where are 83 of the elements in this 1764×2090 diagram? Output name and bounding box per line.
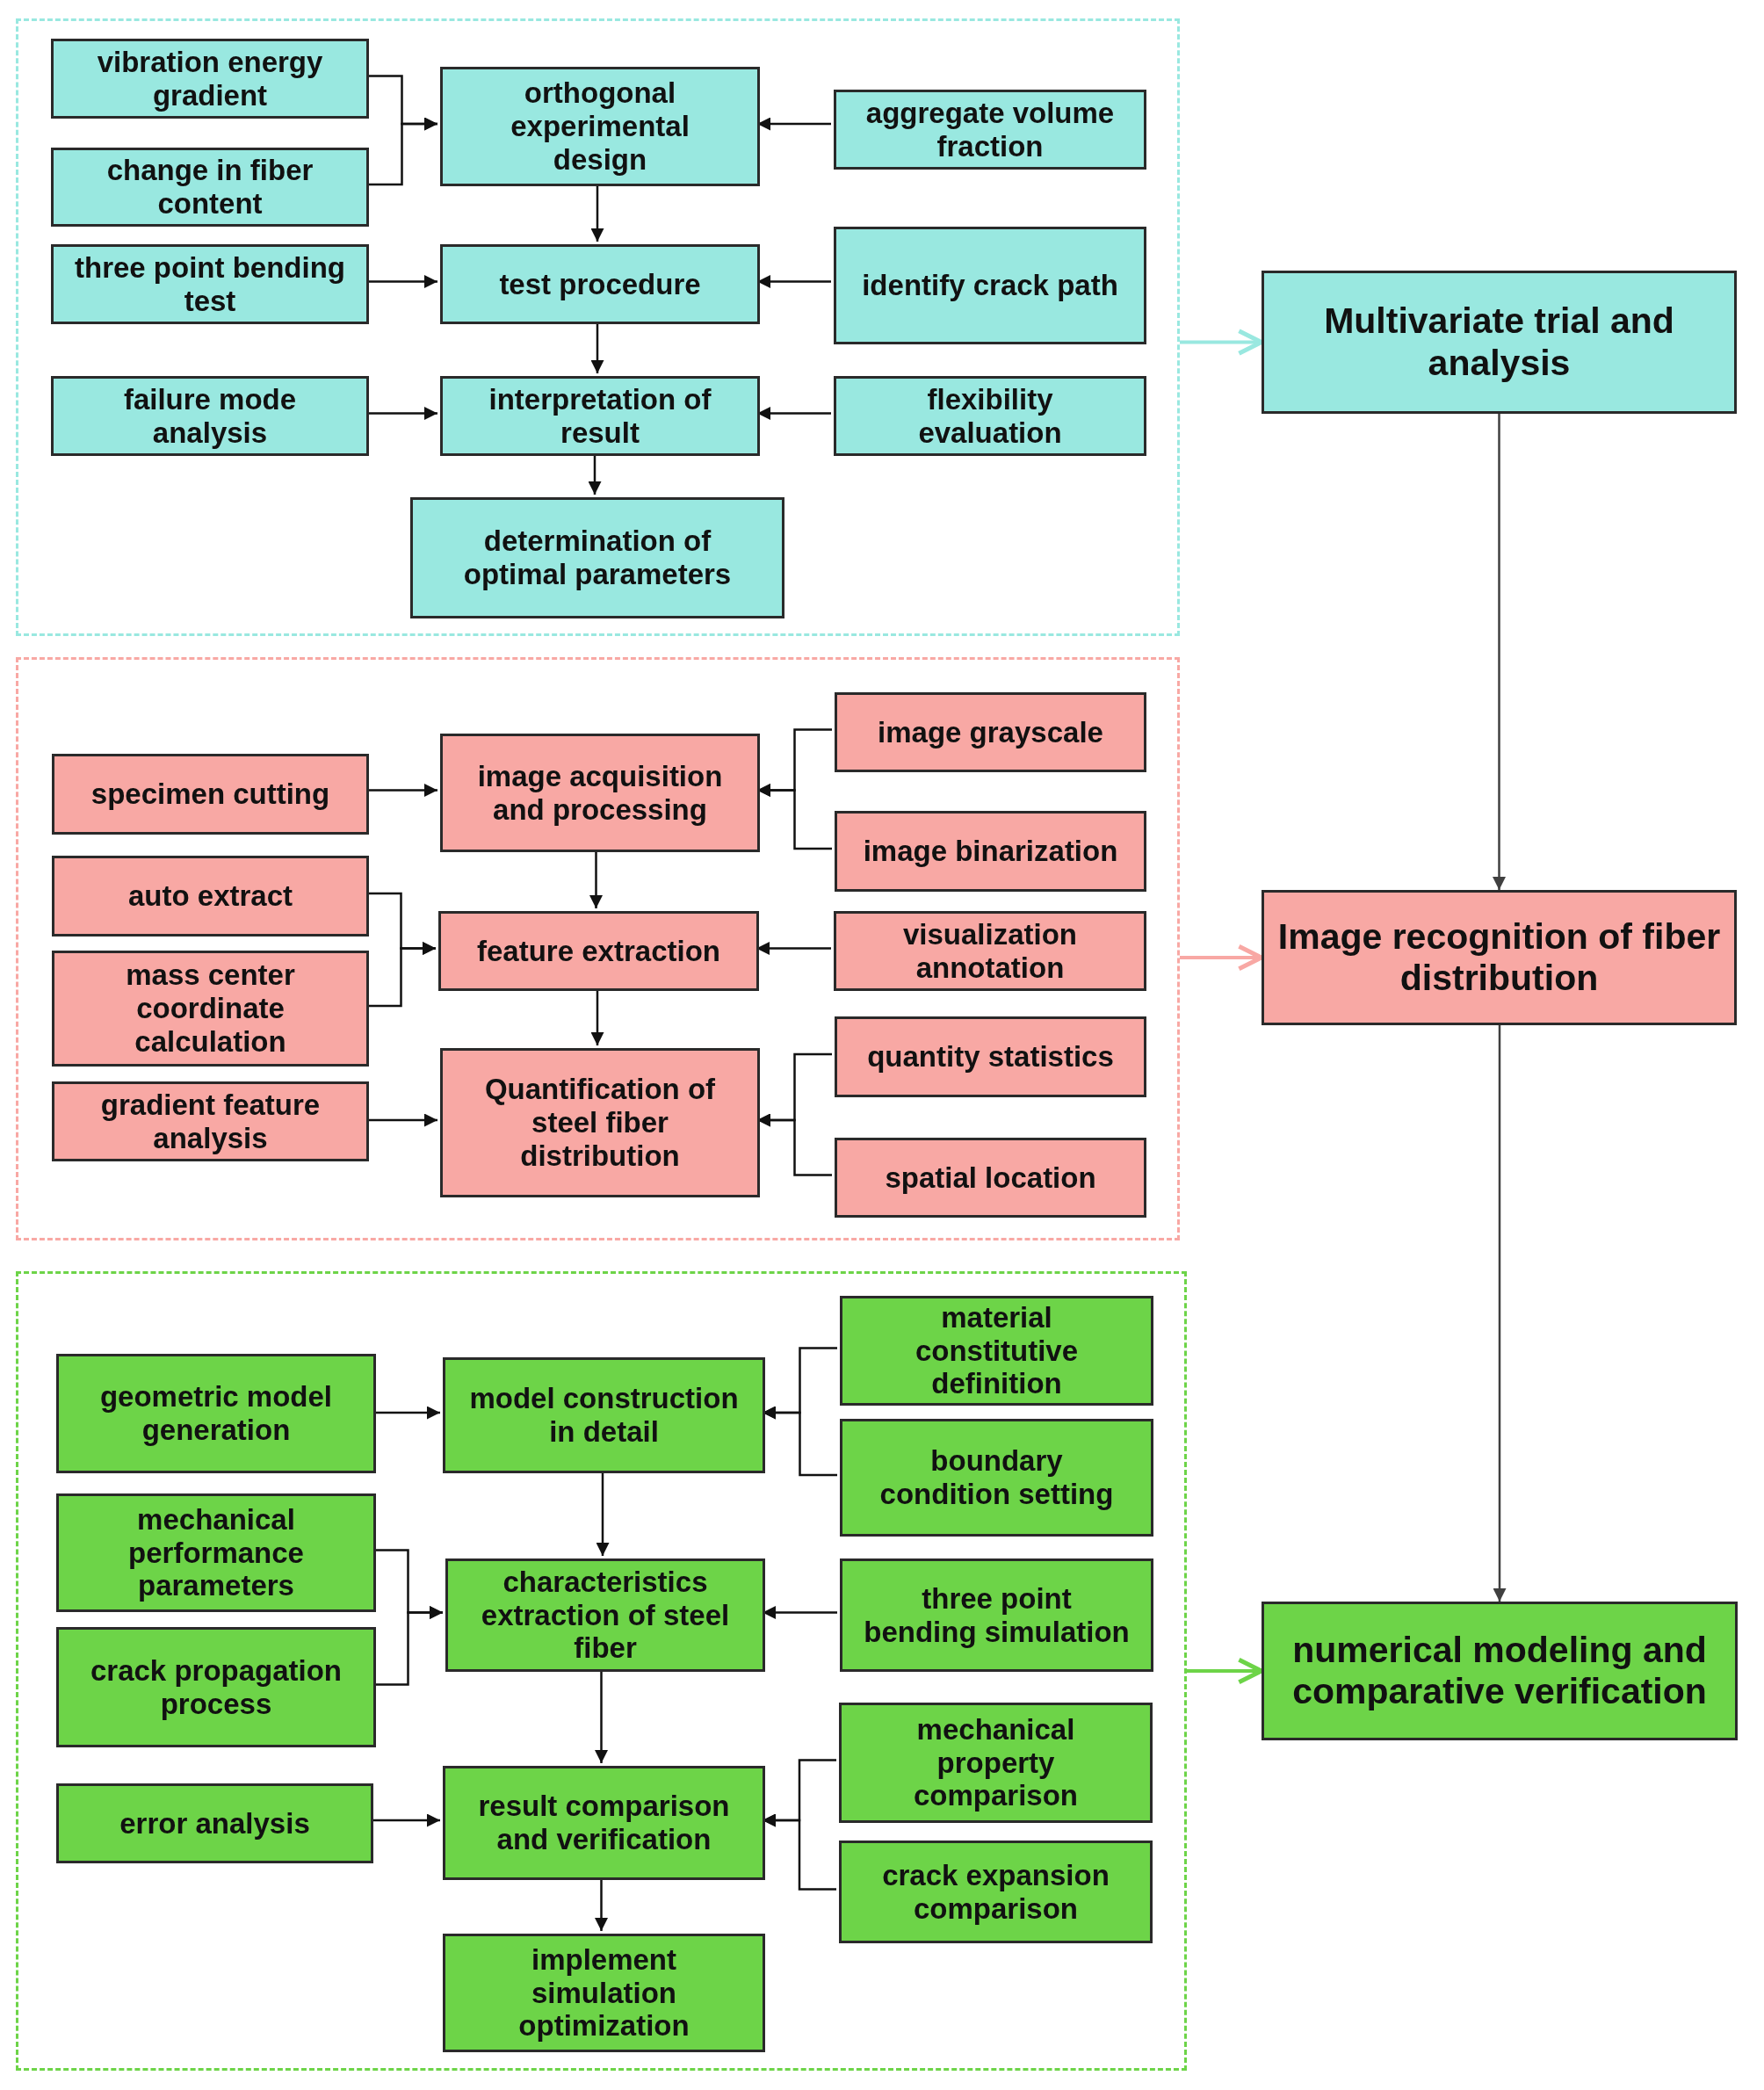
box-label: gradient feature analysis	[99, 1088, 322, 1155]
box-label: quantity statistics	[867, 1040, 1114, 1074]
process-box	[840, 1419, 1153, 1537]
box-label: crack propagation process	[89, 1653, 343, 1721]
dashed-group-frame	[16, 1271, 1187, 2071]
box-label: image grayscale	[878, 715, 1103, 749]
process-box	[834, 376, 1146, 456]
box-label: vibration energy gradient	[96, 45, 324, 112]
process-box	[834, 227, 1146, 344]
box-label: change in fiber content	[105, 154, 314, 221]
box-label: mass center coordinate calculation	[125, 958, 296, 1059]
dashed-group-frame	[16, 18, 1180, 636]
process-box	[440, 244, 760, 324]
box-label: determination of optimal parameters	[462, 524, 733, 591]
box-label: Image recognition of fiber distribution	[1276, 915, 1722, 1000]
process-box	[834, 911, 1146, 991]
arrow	[1493, 414, 1506, 890]
process-box	[440, 734, 760, 852]
box-label: flexibility evaluation	[917, 382, 1063, 450]
process-box	[51, 244, 369, 324]
process-box	[840, 1558, 1153, 1672]
process-box	[835, 1016, 1146, 1097]
box-label: error analysis	[119, 1806, 310, 1841]
process-box	[440, 1048, 760, 1197]
process-box	[839, 1841, 1153, 1943]
dashed-group-frame	[16, 657, 1180, 1240]
box-label: mechanical property comparison	[912, 1712, 1079, 1813]
stage-box	[1262, 271, 1737, 414]
box-label: boundary condition setting	[878, 1444, 1115, 1511]
box-label: spatial location	[885, 1161, 1096, 1195]
process-box	[835, 692, 1146, 772]
box-label: geometric model generation	[98, 1380, 334, 1447]
process-box	[443, 1766, 765, 1880]
process-box	[839, 1703, 1153, 1823]
box-label: characteristics extraction of steel fiber	[480, 1565, 731, 1666]
arrow	[1493, 1025, 1507, 1602]
stage-box	[1262, 1602, 1738, 1740]
process-box	[52, 754, 369, 835]
box-label: image acquisition and processing	[476, 759, 724, 827]
process-box	[834, 90, 1146, 170]
box-label: test procedure	[499, 267, 701, 301]
process-box	[56, 1493, 376, 1612]
box-label: identify crack path	[862, 269, 1118, 302]
box-label: specimen cutting	[90, 777, 330, 811]
box-label: numerical modeling and comparative verification	[1291, 1629, 1708, 1713]
box-label: failure mode analysis	[122, 382, 298, 450]
box-label: orthogonal experimental design	[510, 76, 690, 177]
process-box	[440, 67, 760, 186]
process-box	[51, 376, 369, 456]
process-box	[445, 1558, 765, 1672]
process-box	[840, 1296, 1153, 1406]
process-box	[443, 1934, 765, 2052]
box-label: feature extraction	[477, 934, 720, 968]
process-box	[56, 1627, 376, 1747]
box-label: result comparison and verification	[477, 1790, 731, 1856]
box-label: aggregate volume fraction	[864, 96, 1116, 163]
box-label: crack expansion comparison	[881, 1858, 1110, 1926]
box-label: visualization annotation	[901, 917, 1079, 985]
box-label: three point bending simulation	[864, 1581, 1130, 1649]
box-label: interpretation of result	[488, 382, 712, 450]
box-label: Multivariate trial and analysis	[1323, 300, 1675, 384]
process-box	[52, 951, 369, 1067]
box-label: three point bending test	[75, 250, 345, 318]
process-box	[438, 911, 759, 991]
process-box	[440, 376, 760, 456]
box-label: image binarization	[863, 835, 1118, 868]
box-label: Quantification of steel fiber distribution	[483, 1073, 717, 1173]
process-box	[443, 1357, 765, 1473]
box-label: material constitutive definition	[914, 1300, 1080, 1401]
process-box	[51, 39, 369, 119]
box-label: mechanical performance parameters	[127, 1502, 305, 1603]
process-box	[835, 1138, 1146, 1218]
box-label: auto extract	[127, 879, 293, 913]
box-label: model construction in detail	[468, 1382, 740, 1449]
process-box	[410, 497, 784, 618]
process-box	[835, 811, 1146, 892]
process-box	[51, 148, 369, 227]
stage-box	[1262, 890, 1737, 1025]
process-box	[52, 856, 369, 937]
process-box	[52, 1081, 369, 1161]
process-box	[56, 1354, 376, 1473]
process-box	[56, 1783, 373, 1863]
box-label: implement simulation optimization	[517, 1942, 690, 2043]
